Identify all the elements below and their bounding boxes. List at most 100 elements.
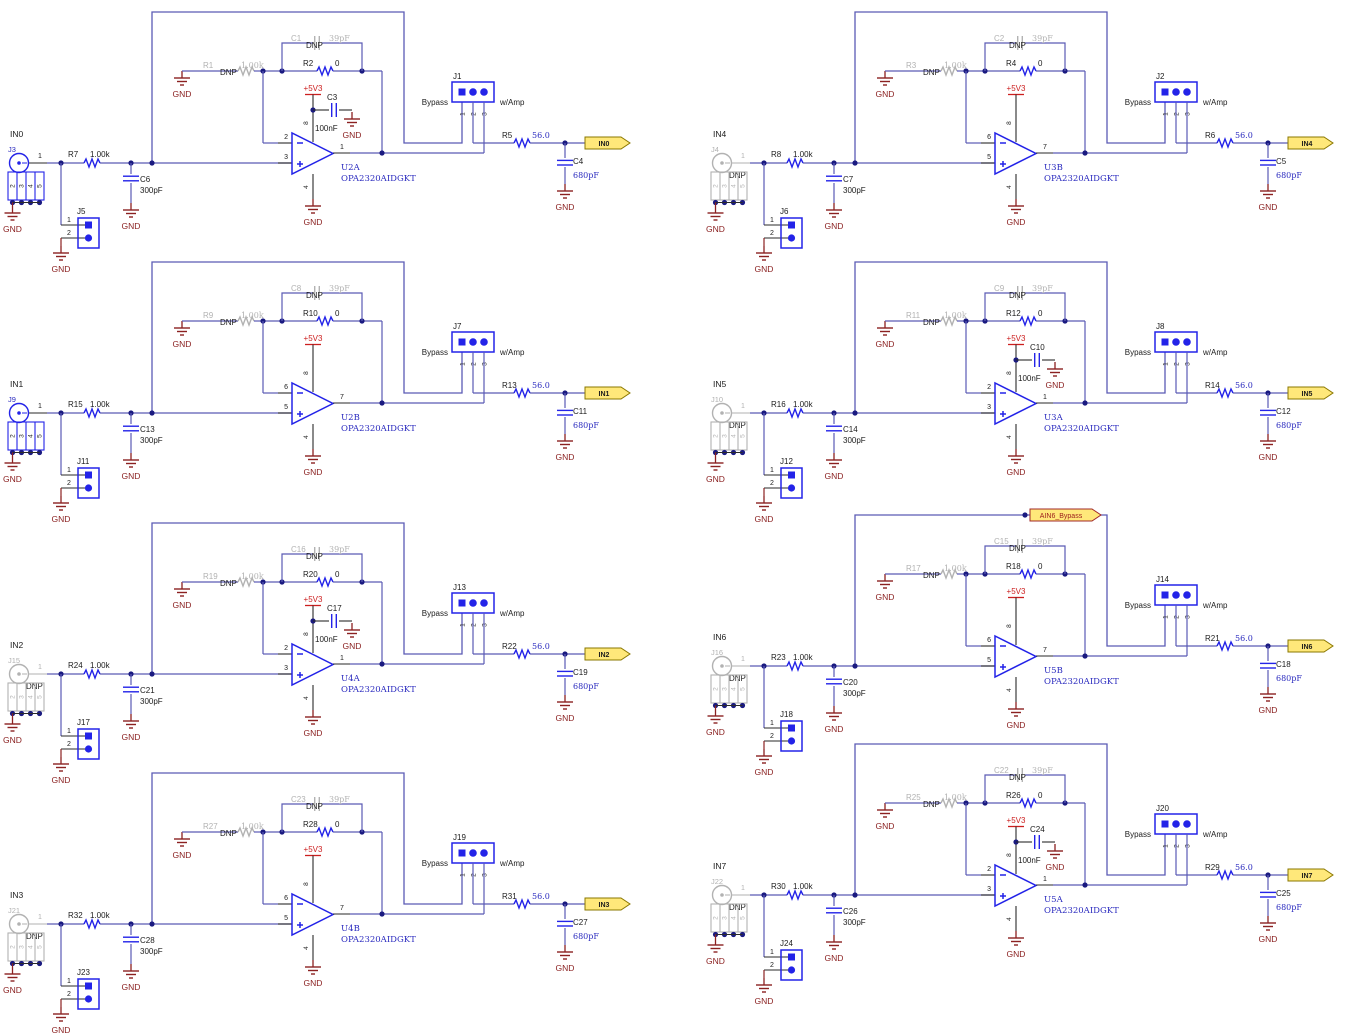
resistor-symbol	[316, 315, 334, 327]
net-flag-shape	[584, 897, 631, 911]
net-flag-label: IN6	[1302, 644, 1313, 651]
junction-dot	[852, 892, 858, 898]
gnd-label: GND	[52, 514, 71, 524]
pin-number: 2	[471, 623, 478, 627]
capacitor-symbol	[1260, 409, 1276, 416]
wire	[984, 42, 1016, 71]
pin-number: 2	[713, 687, 720, 691]
jumper-pin-round	[469, 338, 477, 346]
connector-ref: J22	[711, 877, 723, 886]
capacitor-value: 39pF	[329, 34, 350, 43]
opamp-part: OPA2320AIDGKT	[1044, 424, 1119, 434]
capacitor-value: 39pF	[1032, 284, 1053, 293]
gnd-symbol: GND	[3, 717, 22, 745]
jumper-pin-square	[85, 982, 92, 990]
capacitor-value: 100nF	[315, 124, 338, 133]
resistor-value: 1.00k	[793, 882, 814, 891]
capacitor-symbol	[1033, 353, 1041, 367]
jumper-body	[780, 949, 803, 981]
pin-number: 2	[10, 945, 17, 949]
capacitor-symbol	[557, 670, 573, 677]
pin-number: 6	[284, 384, 288, 391]
jumper-pin-round	[84, 995, 93, 1003]
gnd-label: GND	[1259, 452, 1278, 462]
gnd-symbol: GND	[556, 184, 574, 212]
resistor-symbol	[237, 576, 255, 588]
jumper-pin-square	[458, 849, 466, 857]
gnd-symbol: GND	[876, 71, 894, 99]
capacitor-value: 680pF	[1276, 674, 1302, 683]
net-flag-shape	[1029, 508, 1102, 522]
gnd-symbol: GND	[122, 714, 140, 742]
opamp-ref: U4B	[341, 924, 360, 934]
resistor-ref: R30	[771, 882, 786, 891]
resistor-value: 1.00k	[793, 400, 814, 409]
wire	[321, 553, 363, 582]
capacitor-value: 300pF	[843, 436, 866, 445]
wire	[1024, 545, 1066, 574]
resistor-symbol	[940, 65, 958, 77]
jumper-pin-square	[85, 221, 92, 229]
wire	[984, 774, 1016, 803]
gnd-label: GND	[173, 89, 192, 99]
gnd-symbol: GND	[706, 206, 725, 234]
gnd-symbol: GND	[173, 832, 191, 860]
jumper-ref: J1	[453, 72, 462, 81]
resistor-ref: R29	[1205, 863, 1220, 872]
junction-dot	[379, 661, 385, 667]
pin-number: 3	[722, 687, 729, 691]
jumper-pin-round	[84, 484, 93, 492]
net-flag-IN0: IN0	[584, 136, 631, 150]
gnd-label: GND	[706, 474, 725, 484]
wire	[321, 803, 363, 832]
opamp-part: OPA2320AIDGKT	[1044, 906, 1119, 916]
pin-number: 1	[741, 153, 745, 160]
wamp-label: w/Amp	[1202, 830, 1228, 839]
gnd-symbol: GND	[52, 496, 71, 524]
gnd-symbol: GND	[755, 978, 773, 1006]
capacitor-symbol	[314, 36, 320, 50]
capacitor-symbol	[826, 175, 842, 182]
bypass-loop-wire	[151, 772, 463, 924]
junction-dot	[379, 150, 385, 156]
gnd-label: GND	[304, 467, 323, 477]
bypass-label: Bypass	[422, 98, 448, 107]
capacitor-value: 680pF	[573, 932, 599, 941]
dnp-label: DNP	[729, 421, 746, 430]
net-flag-IN6: IN6	[1287, 639, 1334, 653]
pin-number: 1	[1043, 876, 1047, 883]
jumper-pin-round	[480, 599, 488, 607]
pin-number: 1	[38, 914, 42, 921]
supply-label: +5V3	[1007, 816, 1026, 825]
resistor-symbol	[786, 889, 804, 901]
bypass-label: Bypass	[1125, 830, 1151, 839]
gnd-label: GND	[556, 713, 575, 723]
jumper-ref: J23	[77, 968, 90, 977]
dnp-label: DNP	[26, 932, 43, 941]
jumper-pin-square	[85, 471, 92, 479]
pin-number: 3	[19, 184, 26, 188]
opamp-ref: U2A	[341, 163, 361, 173]
dnp-label: DNP	[923, 318, 940, 327]
resistor-value: 56.0	[532, 131, 550, 140]
connector-center-pin	[720, 161, 724, 165]
wamp-label: w/Amp	[1202, 348, 1228, 357]
gnd-label: GND	[755, 264, 774, 274]
resistor-value: 0	[335, 570, 340, 579]
junction-dot	[1022, 512, 1028, 518]
wire	[321, 292, 363, 321]
